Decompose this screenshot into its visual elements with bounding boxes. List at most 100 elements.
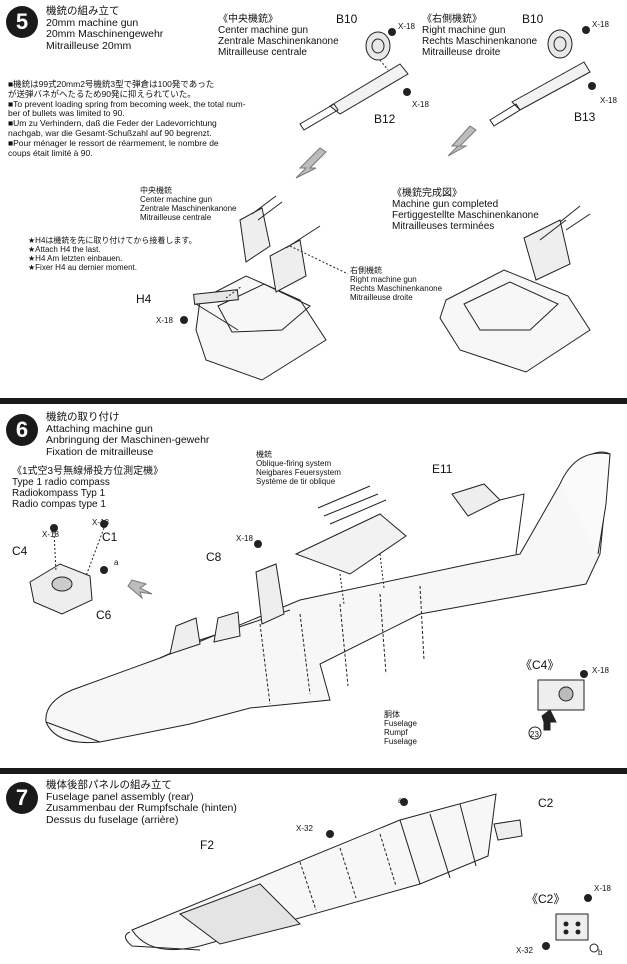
step-7-number: 7 bbox=[15, 785, 29, 810]
oblique-en: Oblique-firing system bbox=[256, 459, 332, 468]
screw-x18-3: X-18 bbox=[236, 534, 253, 543]
center-gun-label-de: Zentrale Maschinenkanone bbox=[218, 36, 339, 47]
fuselage-en: Fuselage bbox=[384, 719, 417, 728]
right-small-ja: 右側機銃 bbox=[350, 266, 382, 275]
center-small-de: Zentrale Maschinenkanone bbox=[140, 204, 237, 213]
fuselage-fr: Fuselage bbox=[384, 737, 417, 746]
center-gun-label: 《中央機銃》 Center machine gun Zentrale Masch… bbox=[218, 14, 339, 58]
ref-b-step7: b bbox=[598, 948, 603, 957]
right-gun-label: 《右側機銃》 Right machine gun Rechts Maschine… bbox=[422, 14, 537, 58]
fuselage-drawing bbox=[46, 452, 610, 743]
step-6-title-fr: Fixation de mitrailleuse bbox=[46, 445, 154, 458]
divider-5-6 bbox=[0, 398, 627, 404]
note-line: ■To prevent loading spring from becoming… bbox=[8, 98, 246, 109]
right-gun-label-ja: 《右側機銃》 bbox=[422, 14, 482, 25]
part-f2: F2 bbox=[200, 838, 215, 852]
step-6-title-en: Attaching machine gun bbox=[46, 422, 153, 435]
part-b12: B12 bbox=[374, 112, 396, 126]
oblique-firing-label: 機銃 Oblique-firing system Neigbares Feuer… bbox=[256, 450, 341, 486]
center-gun-label-fr: Mitrailleuse centrale bbox=[218, 47, 307, 58]
step-7-badge: 7 bbox=[6, 782, 38, 814]
part-c2: C2 bbox=[538, 796, 554, 810]
step-5-badge: 5 bbox=[6, 6, 38, 38]
step-6-badge: 6 bbox=[6, 414, 38, 446]
screw-x32-1: X-32 bbox=[296, 824, 313, 833]
note-line: ■機銃は99式20mm2号機銃3型で弾倉は100発であった bbox=[8, 79, 215, 89]
oblique-ja: 機銃 bbox=[256, 450, 272, 459]
oblique-de: Neigbares Feuersystem bbox=[256, 468, 341, 477]
ref-23: 23 bbox=[530, 730, 539, 739]
right-gun-label-fr: Mitrailleuse droite bbox=[422, 47, 501, 58]
step-5-title-de: 20mm Maschinengewehr bbox=[46, 28, 164, 40]
part-c4: C4 bbox=[12, 544, 28, 558]
completed-ja: 《機銃完成図》 bbox=[392, 188, 462, 199]
step-5-title: 機銃の組み立て 20mm machine gun 20mm Maschineng… bbox=[46, 5, 164, 52]
note-line: coups était limité à 90. bbox=[8, 147, 93, 158]
step-5-illustration bbox=[0, 0, 627, 398]
right-gun-small-label: 右側機銃 Right machine gun Rechts Maschinenk… bbox=[350, 266, 442, 302]
radio-en: Type 1 radio compass bbox=[12, 477, 110, 488]
screw-x18-4: X-18 bbox=[592, 666, 609, 675]
note-line: が送弾バネがへたるため90発に抑えられていた。 bbox=[8, 88, 196, 99]
c2-detail-label: 《C2》 bbox=[526, 892, 566, 906]
part-e11: E11 bbox=[432, 462, 453, 476]
divider-6-7 bbox=[0, 768, 627, 774]
h4-note-ja: ★H4は機銃を先に取り付けてから接着します。 bbox=[28, 236, 197, 245]
center-gun-drawing bbox=[300, 29, 411, 131]
radio-compass-label: 《1式空3号無線帰投方位測定機》 Type 1 radio compass Ra… bbox=[12, 466, 163, 510]
screw-x18-step7: X-18 bbox=[594, 884, 611, 893]
note-line: ■Um zu Verhindern, daß die Feder der Lad… bbox=[8, 118, 217, 129]
step-5-number: 5 bbox=[15, 9, 29, 34]
screw-x18-b: X-18 bbox=[412, 100, 429, 109]
c4-detail-label: 《C4》 bbox=[520, 658, 560, 672]
right-small-fr: Mitrailleuse droite bbox=[350, 293, 413, 302]
center-gun-label-en: Center machine gun bbox=[218, 25, 309, 36]
radio-de: Radiokompass Typ 1 bbox=[12, 488, 106, 499]
fuselage-de: Rumpf bbox=[384, 728, 408, 737]
step-7-illustration bbox=[0, 774, 627, 964]
step-6-section: 6 機銃の取り付け Attaching machine gun Anbringu… bbox=[0, 404, 627, 768]
part-h4: H4 bbox=[136, 292, 152, 306]
step-6-number: 6 bbox=[15, 417, 29, 442]
step-5-title-en: 20mm machine gun bbox=[46, 16, 139, 29]
completed-en: Machine gun completed bbox=[392, 199, 499, 210]
step-5-title-fr: Mitrailleuse 20mm bbox=[46, 39, 132, 52]
oblique-gun-drawing bbox=[296, 486, 406, 604]
radio-ja: 《1式空3号無線帰投方位測定機》 bbox=[12, 466, 164, 477]
right-gun-label-de: Rechts Maschinenkanone bbox=[422, 36, 538, 47]
radio-fr: Radio compas type 1 bbox=[12, 499, 106, 510]
right-small-en: Right machine gun bbox=[350, 275, 417, 284]
completed-de: Fertiggestellte Maschinenkanone bbox=[392, 210, 539, 221]
step-6-illustration bbox=[0, 404, 627, 768]
gun-mount-assembly-drawing bbox=[181, 196, 349, 380]
right-gun-drawing bbox=[490, 27, 596, 127]
fuselage-label: 胴体 Fuselage Rumpf Fuselage bbox=[384, 710, 417, 746]
part-c6: C6 bbox=[96, 608, 112, 622]
h4-note-en: ★Attach H4 the last. bbox=[28, 245, 101, 254]
h4-note-de: ★H4 Am letzten einbauen. bbox=[28, 254, 123, 263]
center-gun-label-ja: 《中央機銃》 bbox=[218, 14, 278, 25]
step-7-title: 機体後部パネルの組み立て Fuselage panel assembly (re… bbox=[46, 779, 237, 826]
note-line: ■Pour ménager le ressort de réarmement, … bbox=[8, 137, 219, 148]
screw-x32-2: X-32 bbox=[516, 946, 533, 955]
part-b13: B13 bbox=[574, 110, 596, 124]
fuselage-ja: 胴体 bbox=[384, 710, 400, 719]
step-7-title-de: Zusammenbau der Rumpfschale (hinten) bbox=[46, 802, 237, 814]
h4-note-fr: ★Fixer H4 au dernier moment. bbox=[28, 263, 137, 272]
step-7-title-fr: Dessus du fuselage (arrière) bbox=[46, 813, 179, 826]
part-c8: C8 bbox=[206, 550, 222, 564]
step-5-note: ■機銃は99式20mm2号機銃3型で弾倉は100発であった が送弾バネがへたるた… bbox=[8, 79, 278, 158]
step-7-title-ja: 機体後部パネルの組み立て bbox=[46, 779, 172, 791]
part-c1: C1 bbox=[102, 530, 118, 544]
step-6-title: 機銃の取り付け Attaching machine gun Anbringung… bbox=[46, 411, 209, 458]
center-small-fr: Mitrailleuse centrale bbox=[140, 213, 212, 222]
screw-x18-c: X-18 bbox=[592, 20, 609, 29]
rear-fuselage-panel-drawing bbox=[125, 794, 522, 950]
ref-a-step6: a bbox=[114, 558, 119, 567]
right-small-de: Rechts Maschinenkanone bbox=[350, 284, 443, 293]
screw-x18-2: X-18 bbox=[42, 530, 59, 539]
part-b10-left: B10 bbox=[336, 12, 358, 26]
step-6-title-ja: 機銃の取り付け bbox=[46, 411, 120, 423]
completed-fr: Mitrailleuses terminées bbox=[392, 221, 495, 232]
step-7-title-en: Fuselage panel assembly (rear) bbox=[46, 790, 194, 803]
